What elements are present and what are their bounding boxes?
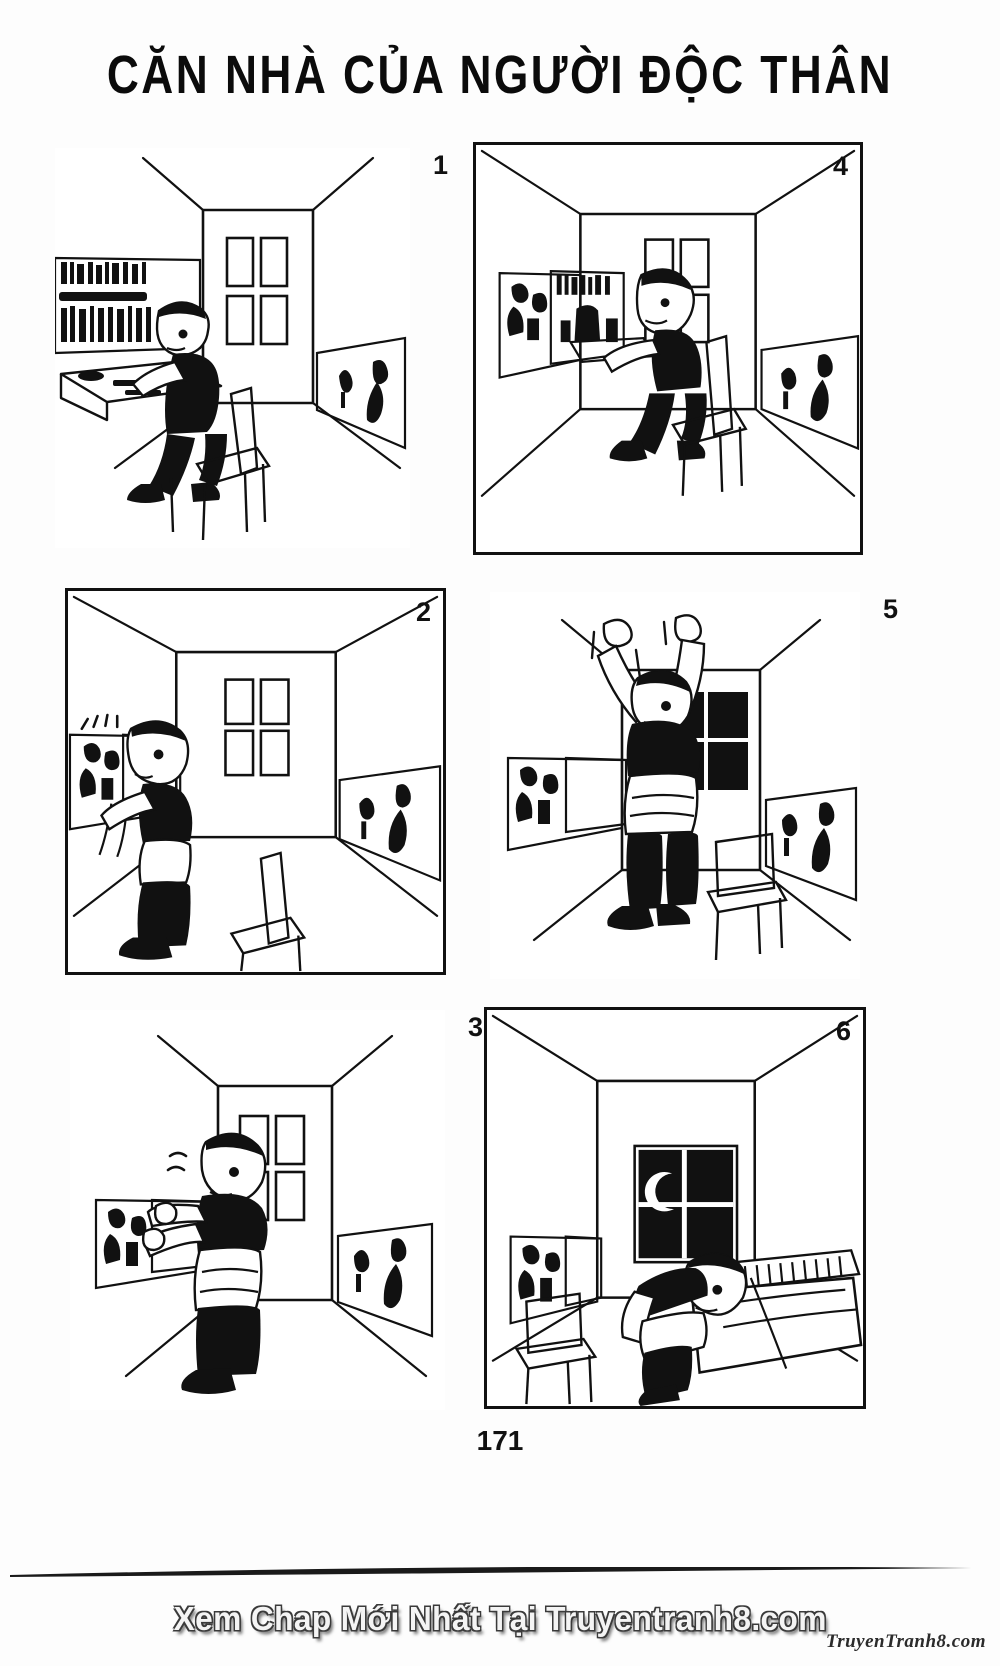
ceiling-right-edge	[330, 1034, 394, 1088]
character-man-standing	[100, 720, 193, 960]
panel-number-2: 2	[415, 597, 431, 627]
chair	[169, 386, 271, 541]
wall-picture-right	[315, 336, 407, 450]
window-pane	[274, 1170, 306, 1222]
ceiling-left-edge	[72, 595, 178, 654]
wall-picture-right	[338, 764, 442, 883]
panel-number-1: 1	[432, 150, 448, 180]
window-pane	[225, 236, 255, 288]
comic-panel-3: 3	[70, 1010, 483, 1410]
chair	[671, 334, 748, 496]
wall-art-figures-left	[518, 1244, 561, 1302]
comic-panel-4: 4	[473, 142, 863, 555]
comic-panel-5: 5	[490, 592, 898, 979]
wall-art-figures-left	[79, 743, 120, 800]
window-pane	[679, 238, 710, 289]
comic-panel-2: 2	[65, 588, 446, 975]
window-pane	[259, 678, 290, 726]
kitchen-items	[556, 275, 618, 343]
watermark-text: Xem Chap Mới Nhất Tại Truyentranh8.com	[173, 1600, 827, 1637]
floor-left-edge	[480, 408, 582, 497]
ceiling-left-edge	[156, 1034, 220, 1088]
apron-folds	[629, 793, 695, 818]
character-man-eating	[602, 268, 707, 462]
panel-6-scene	[487, 1010, 863, 1406]
character-man-stretching	[590, 614, 706, 930]
panel-3-scene	[70, 1010, 445, 1410]
wall-panel	[564, 1235, 603, 1307]
wall-art-figures-right	[359, 784, 411, 854]
chair	[229, 851, 307, 972]
crescent-moon-icon	[644, 1172, 675, 1212]
ceiling-right-edge	[753, 1014, 859, 1083]
chair	[706, 832, 788, 961]
page-title: CĂN NHÀ CỦA NGƯỜI ĐỘC THÂN	[106, 45, 894, 105]
panel-1-scene	[55, 148, 410, 548]
panel-4-scene	[476, 145, 860, 552]
desk-edge	[59, 374, 109, 422]
window-pane	[259, 294, 289, 346]
floor-left-edge	[532, 868, 624, 942]
character-man-to-bed	[620, 1252, 748, 1406]
wall-art-figures-left	[515, 766, 559, 824]
surprise-marks	[80, 713, 119, 731]
desk-top	[59, 360, 223, 404]
wall-art-figures-right	[781, 354, 833, 422]
panel-number-5: 5	[882, 594, 898, 624]
site-logo: TruyenTranh8.com	[825, 1631, 986, 1652]
wall-art-figures	[339, 360, 389, 423]
floor-right-edge	[330, 1298, 428, 1378]
comic-panel-6: 6	[484, 1007, 866, 1409]
wall-panel	[564, 756, 628, 834]
panel-2-scene	[68, 591, 443, 972]
ceiling-left-edge	[141, 156, 205, 212]
panel-number-6: 6	[835, 1016, 851, 1046]
wall-art-figures-right	[354, 1238, 407, 1309]
watermark-banner: Xem Chap Mới Nhất Tại Truyentranh8.com	[0, 1600, 1000, 1638]
wall-art-figures-left	[103, 1208, 147, 1266]
wall-picture-left	[509, 1235, 599, 1325]
wall-picture-right	[764, 786, 858, 902]
ceiling-left-edge	[480, 149, 582, 216]
wall-picture-right	[336, 1222, 434, 1338]
back-wall	[174, 650, 337, 839]
wall-art-figures-left	[507, 283, 548, 341]
back-wall	[201, 208, 315, 405]
window-night-moon	[633, 1144, 739, 1264]
wall-picture-right	[760, 334, 860, 451]
window-pane	[225, 294, 255, 346]
wall-art-figures-right	[782, 802, 835, 873]
ceiling-right-edge	[758, 618, 822, 672]
footer-rule	[10, 1567, 972, 1577]
window-pane	[274, 1114, 306, 1166]
panel-number-3: 3	[467, 1012, 483, 1042]
ceiling-left-edge	[491, 1014, 599, 1083]
window-pane	[259, 236, 289, 288]
panel-number-4: 4	[832, 151, 848, 181]
chair	[514, 1292, 598, 1405]
ceiling-right-edge	[754, 149, 856, 216]
character-man-rubbing-hands	[141, 1132, 268, 1394]
panel-5-scene	[490, 592, 860, 979]
window-pane	[224, 678, 255, 726]
page-number: 171	[476, 1425, 524, 1456]
floor-right-edge	[754, 408, 856, 497]
bookshelf-books	[59, 262, 151, 342]
window-pane	[259, 729, 290, 777]
comic-panel-1: 1	[55, 148, 448, 548]
ceiling-right-edge	[311, 156, 375, 212]
floor-right-edge	[334, 836, 439, 917]
window-pane	[224, 729, 255, 777]
ceiling-right-edge	[334, 595, 439, 654]
